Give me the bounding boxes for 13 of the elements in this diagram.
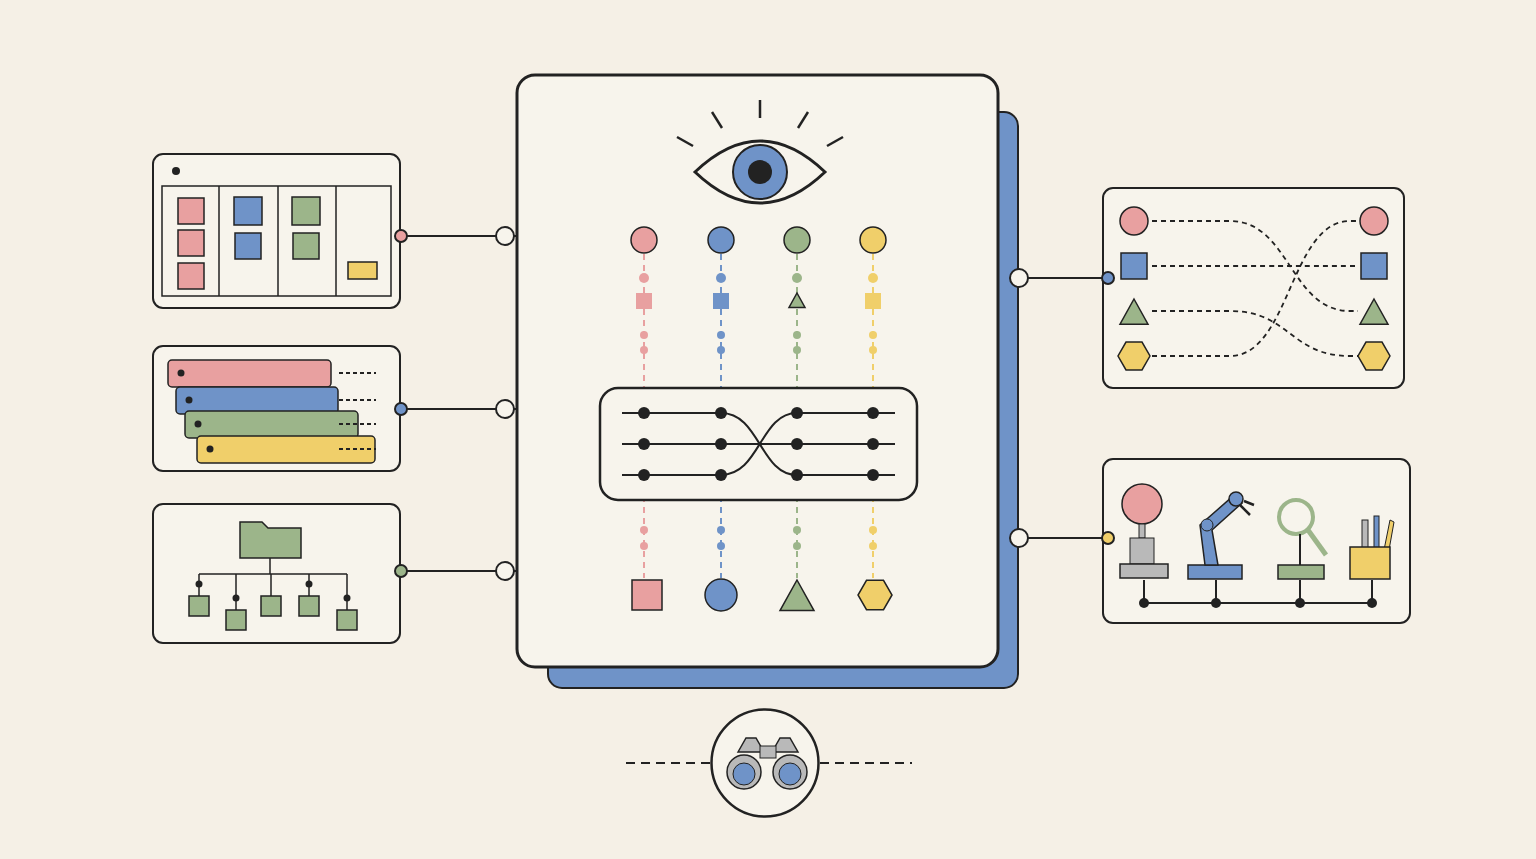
tools-card — [1102, 458, 1411, 624]
tree-card — [152, 503, 401, 644]
mapping-card — [1102, 187, 1405, 389]
dashed-line — [820, 761, 912, 765]
main-panel — [517, 75, 1019, 689]
binoculars-badge — [710, 708, 820, 818]
list-card — [152, 345, 401, 472]
connector-line — [394, 226, 517, 246]
connector-line — [1009, 528, 1115, 548]
connector-line — [1009, 268, 1115, 288]
connector-line — [394, 399, 517, 419]
board-card — [152, 153, 401, 309]
connector-line — [394, 561, 517, 581]
